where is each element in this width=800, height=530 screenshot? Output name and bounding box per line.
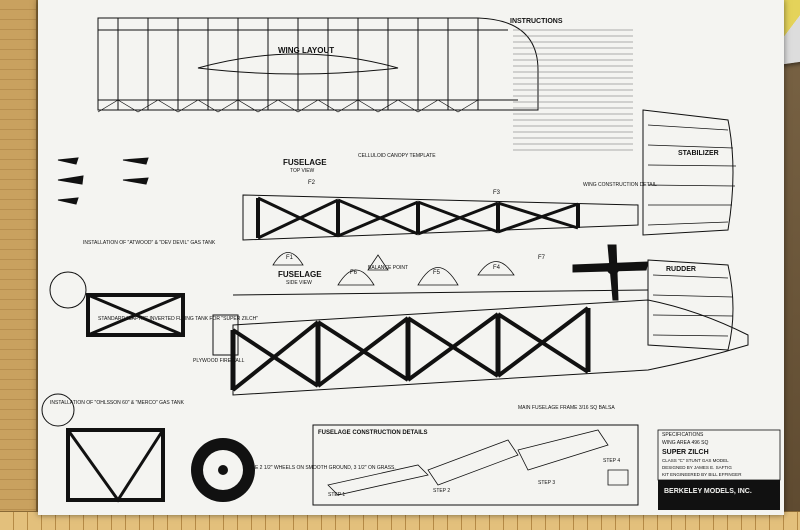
designer-credit: DESIGNED BY JAMES E. SAFTIG xyxy=(662,465,732,470)
wing-area-label: WING AREA 496 SQ xyxy=(662,440,709,446)
title-block xyxy=(657,429,781,510)
former-label-f1: F1 xyxy=(286,255,294,261)
construction-details-title: FUSELAGE CONSTRUCTION DETAILS xyxy=(318,430,428,436)
airplane-silhouette xyxy=(572,244,649,301)
fuselage-frame-note: MAIN FUSELAGE FRAME 3/16 SQ BALSA xyxy=(518,405,615,411)
fuselage-side-subtitle: SIDE VIEW xyxy=(286,280,312,286)
step-4-label: STEP 4 xyxy=(603,458,621,464)
ohlsson-installation: INSTALLATION OF "OHLSSON 60" & "MERCO" G… xyxy=(50,400,184,406)
step-3-label: STEP 3 xyxy=(538,480,556,486)
fuselage-top-view xyxy=(242,194,639,241)
specs-label: SPECIFICATIONS xyxy=(662,432,704,438)
wheel-note: USE 2 1/2" WHEELS ON SMOOTH GROUND, 3 1/… xyxy=(248,465,396,471)
fuselage-top-subtitle: TOP VIEW xyxy=(290,168,315,174)
wing-construction-title: WING CONSTRUCTION DETAIL xyxy=(583,182,657,188)
fuselage-side-title: FUSELAGE xyxy=(278,270,322,279)
brand-name: BERKELEY MODELS, INC. xyxy=(664,488,752,495)
left-side-airplane-icons xyxy=(57,157,149,205)
former-label-f7: F7 xyxy=(538,255,546,261)
rudder-title: RUDDER xyxy=(666,266,696,273)
fuselage-top-title: FUSELAGE xyxy=(283,158,327,167)
engineer-credit: KIT ENGINEERED BY BILL EFFINGER xyxy=(662,472,742,477)
plan-sheet: WING LAYOUT INSTRUCTIONS FUSELAGE TOP VI… xyxy=(38,0,784,515)
plan-drawing xyxy=(41,17,781,510)
former-bulkheads xyxy=(272,252,515,286)
construction-details-box xyxy=(312,424,639,506)
canopy-template-label: CELLULOID CANOPY TEMPLATE xyxy=(358,153,436,159)
wing-layout-title: WING LAYOUT xyxy=(278,46,335,55)
former-label-f6: F6 xyxy=(350,270,358,276)
former-label-f2: F2 xyxy=(308,180,316,186)
left-wooden-ruler xyxy=(0,0,38,530)
former-label-f5: F5 xyxy=(433,270,441,276)
firewall-label: PLYWOOD FIREWALL xyxy=(193,358,245,364)
rudder-drawing xyxy=(647,259,734,351)
former-label-f3: F3 xyxy=(493,190,501,196)
balance-point-label: BALANCE POINT xyxy=(368,265,409,271)
former-label-f4: F4 xyxy=(493,265,501,271)
wing-layout-drawing xyxy=(97,17,539,113)
fuselage-side-view xyxy=(230,289,749,396)
stabilizer-drawing xyxy=(642,109,737,236)
wheel-drawing xyxy=(191,438,255,502)
model-description: CLASS "C" STUNT GAS MODEL xyxy=(662,458,729,463)
model-name: SUPER ZILCH xyxy=(662,449,709,456)
step-1-label: STEP 1 xyxy=(328,492,346,498)
instructions-title: INSTRUCTIONS xyxy=(510,18,563,25)
tank-note: STANDARD "SAFTIG" INVERTED FLYING TANK F… xyxy=(98,316,258,322)
instructions-text-lines xyxy=(513,29,633,151)
step-2-label: STEP 2 xyxy=(433,488,451,494)
stabilizer-title: STABILIZER xyxy=(678,150,719,157)
atwood-installation: INSTALLATION OF "ATWOOD" & "DEV DEVIL" G… xyxy=(83,240,216,246)
engine-tank-details xyxy=(41,271,239,503)
